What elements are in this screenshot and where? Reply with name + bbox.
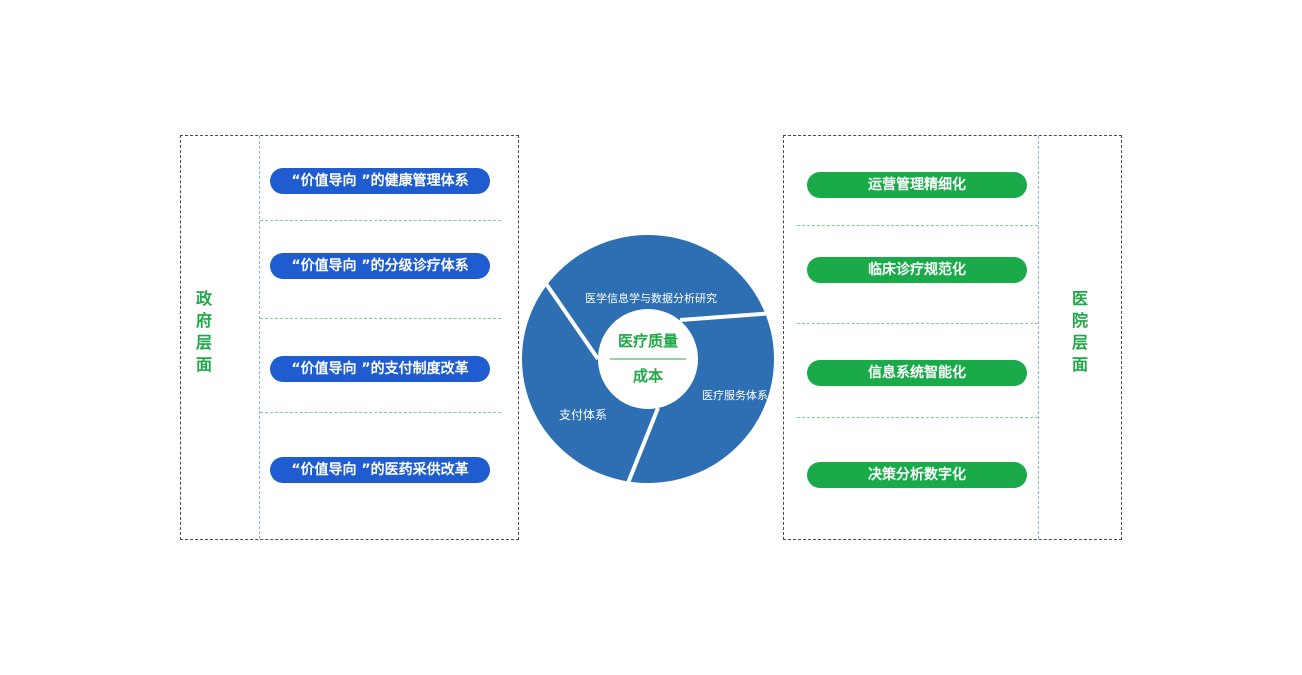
clinical-pill: 临床诊疗规范化 bbox=[807, 257, 1027, 283]
segment-label-medical-service: 医疗服务体系 bbox=[702, 388, 768, 402]
segment-separator bbox=[538, 273, 600, 361]
row-divider bbox=[260, 318, 501, 319]
health-management-pill: “价值导向 ”的健康管理体系 bbox=[270, 168, 490, 194]
drug-procurement-pill: “价值导向 ”的医药采供改革 bbox=[270, 457, 490, 483]
row-divider bbox=[260, 412, 501, 413]
cycle-ring bbox=[522, 235, 774, 483]
hospital-level-label: 医院层面 bbox=[1071, 289, 1088, 374]
information-system-pill: 信息系统智能化 bbox=[807, 360, 1027, 386]
segment-separator bbox=[679, 311, 775, 322]
row-divider bbox=[797, 417, 1038, 418]
operations-pill: 运营管理精细化 bbox=[807, 172, 1027, 198]
row-divider bbox=[797, 225, 1038, 226]
segment-separator bbox=[626, 407, 660, 484]
government-panel: 政府层面 “价值导向 ”的健康管理体系 “价值导向 ”的分级诊疗体系 “价值导向… bbox=[180, 135, 519, 540]
tiered-care-pill: “价值导向 ”的分级诊疗体系 bbox=[270, 253, 490, 279]
payment-reform-pill: “价值导向 ”的支付制度改革 bbox=[270, 356, 490, 382]
decision-analysis-pill: 决策分析数字化 bbox=[807, 462, 1027, 488]
center-label-cost: 成本 bbox=[633, 367, 663, 385]
hospital-panel: 医院层面 运营管理精细化 临床诊疗规范化 信息系统智能化 决策分析数字化 bbox=[783, 135, 1122, 540]
segment-label-payment: 支付体系 bbox=[559, 408, 607, 422]
segment-label-informatics: 医学信息学与数据分析研究 bbox=[585, 291, 717, 305]
center-label-quality: 医疗质量 bbox=[618, 332, 678, 350]
row-divider bbox=[797, 323, 1038, 324]
row-divider bbox=[260, 220, 501, 221]
panel-vertical-divider bbox=[1038, 136, 1039, 539]
panel-vertical-divider bbox=[259, 136, 260, 539]
cycle-diagram: 医学信息学与数据分析研究 医疗服务体系 支付体系 医疗质量 成本 bbox=[522, 235, 775, 484]
government-level-label: 政府层面 bbox=[195, 289, 212, 374]
